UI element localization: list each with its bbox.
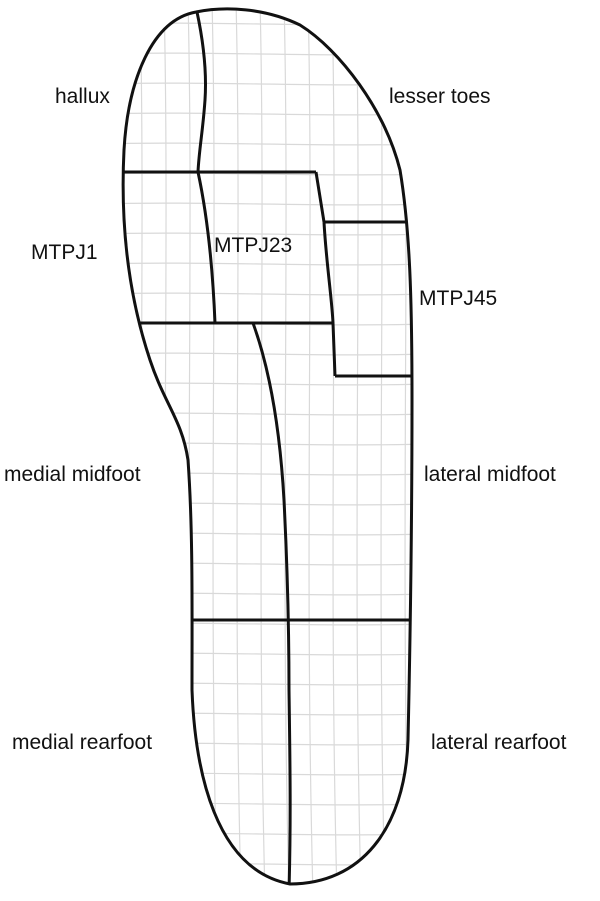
divider-toe-split [195,11,208,173]
mesh-line [123,652,412,656]
mesh-line [123,262,412,266]
mesh-line [123,232,412,236]
label-lesser-toes: lesser toes [389,85,491,108]
label-hallux: hallux [55,85,110,108]
divider-mtpj23-mtpj45 [322,221,337,377]
insole-outline [121,7,414,886]
mesh-line [123,802,412,806]
mesh-line [123,292,412,296]
mesh-line [355,8,362,884]
mesh-line [123,52,412,56]
mesh-line [123,82,412,86]
label-mtpj45: MTPJ45 [419,287,498,310]
mesh-line [379,8,386,884]
mesh-line [123,772,412,776]
divider-mtpj1-mtpj23 [196,171,217,324]
mesh-line [123,22,412,26]
mesh-line [163,8,170,884]
mesh-line [123,682,412,686]
mesh-line [123,382,412,386]
mesh-line [123,442,412,446]
mesh-line [139,8,146,884]
mesh-line [123,712,412,716]
label-lateral-midfoot: lateral midfoot [424,463,556,486]
mesh-line [283,8,290,884]
label-medial-midfoot: medial midfoot [4,463,141,486]
mesh-line [123,112,412,116]
label-medial-rearfoot: medial rearfoot [12,731,153,754]
mesh-line [123,412,412,416]
mesh-line [123,202,412,206]
mesh-grid [123,8,412,884]
mesh-line [331,8,338,884]
mesh-line [123,862,412,866]
divider-mtpj23-right [314,171,326,223]
label-mtpj1: MTPJ1 [31,241,98,264]
mesh-line [123,142,412,146]
mesh-line [187,8,194,884]
mesh-line [259,8,266,884]
mesh-line [307,8,314,884]
mesh-line [123,472,412,476]
label-lateral-rearfoot: lateral rearfoot [431,731,567,754]
label-mtpj23: MTPJ23 [214,234,293,257]
mesh-line [123,622,412,626]
mesh-line [211,8,218,884]
mesh-line [235,8,242,884]
divider-medial-lateral [251,322,292,884]
mesh-line [123,502,412,506]
